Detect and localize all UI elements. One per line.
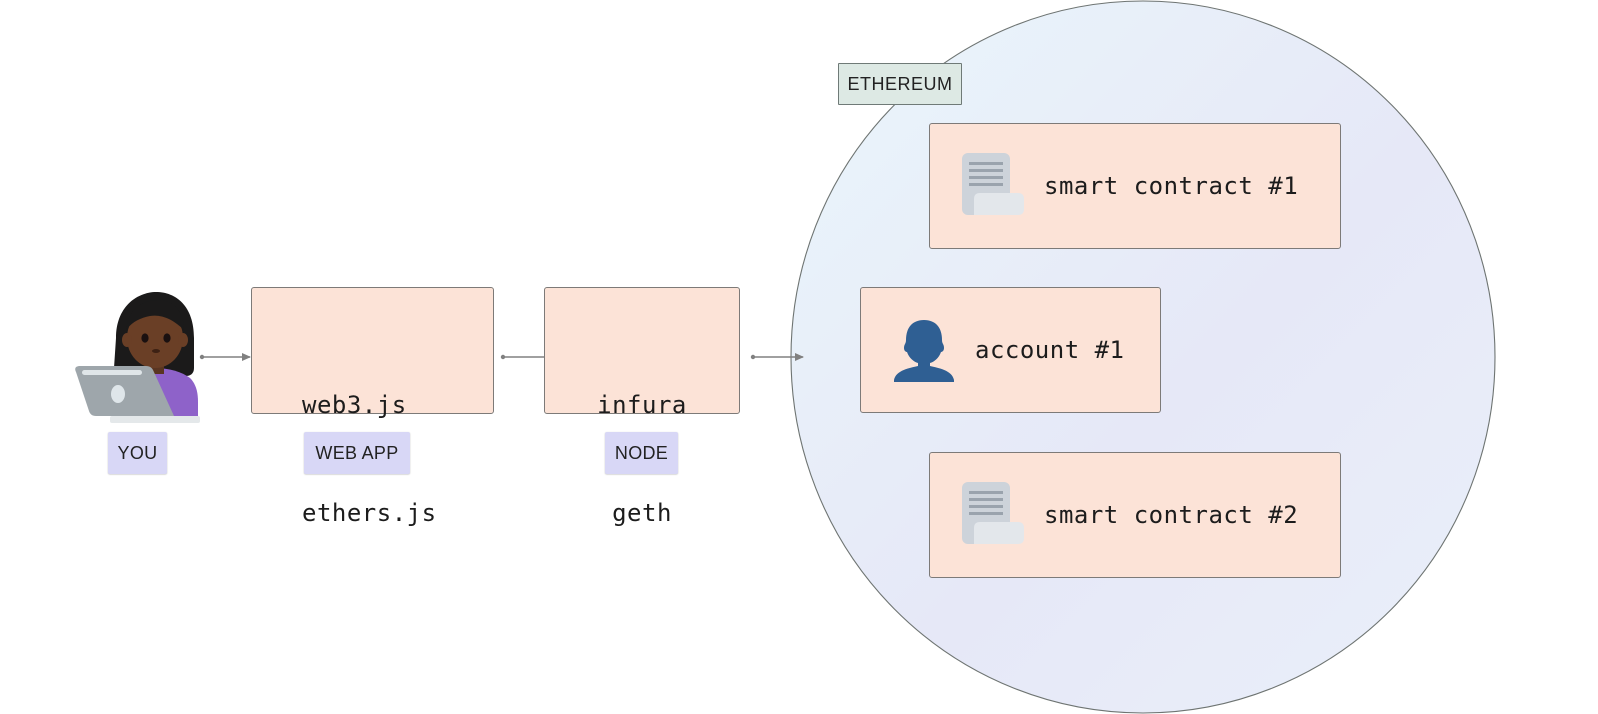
contract-document-icon	[962, 482, 1024, 544]
user-silhouette-icon	[894, 320, 954, 382]
smart-contract-1-label: smart contract #1	[1044, 172, 1299, 200]
library-ethersjs: ethers.js	[302, 499, 437, 527]
edge-you-to-web-app	[199, 353, 251, 361]
node-label: NODE	[605, 432, 678, 474]
web-app-libraries: web3.js ethers.js	[302, 315, 437, 603]
account-1-box: account #1	[860, 287, 1161, 413]
client-infura: infura	[597, 391, 687, 419]
web-app-box: web3.js ethers.js	[251, 287, 494, 527]
edge-node-to-ethereum	[750, 353, 804, 361]
woman-with-laptop-icon	[75, 292, 200, 423]
node-clients: infura geth	[545, 315, 739, 603]
ethereum-label: ETHEREUM	[838, 63, 962, 105]
you-label: YOU	[108, 432, 167, 474]
smart-contract-2-label: smart contract #2	[1044, 501, 1299, 529]
contract-document-icon	[962, 153, 1024, 215]
account-1-label: account #1	[975, 336, 1125, 364]
you-node	[70, 290, 205, 425]
smart-contract-1-box: smart contract #1	[929, 123, 1341, 249]
smart-contract-2-box: smart contract #2	[929, 452, 1341, 578]
library-web3js: web3.js	[302, 391, 407, 419]
node-box: infura geth	[544, 287, 740, 527]
client-geth: geth	[612, 499, 672, 527]
web-app-label: WEB APP	[304, 432, 410, 474]
